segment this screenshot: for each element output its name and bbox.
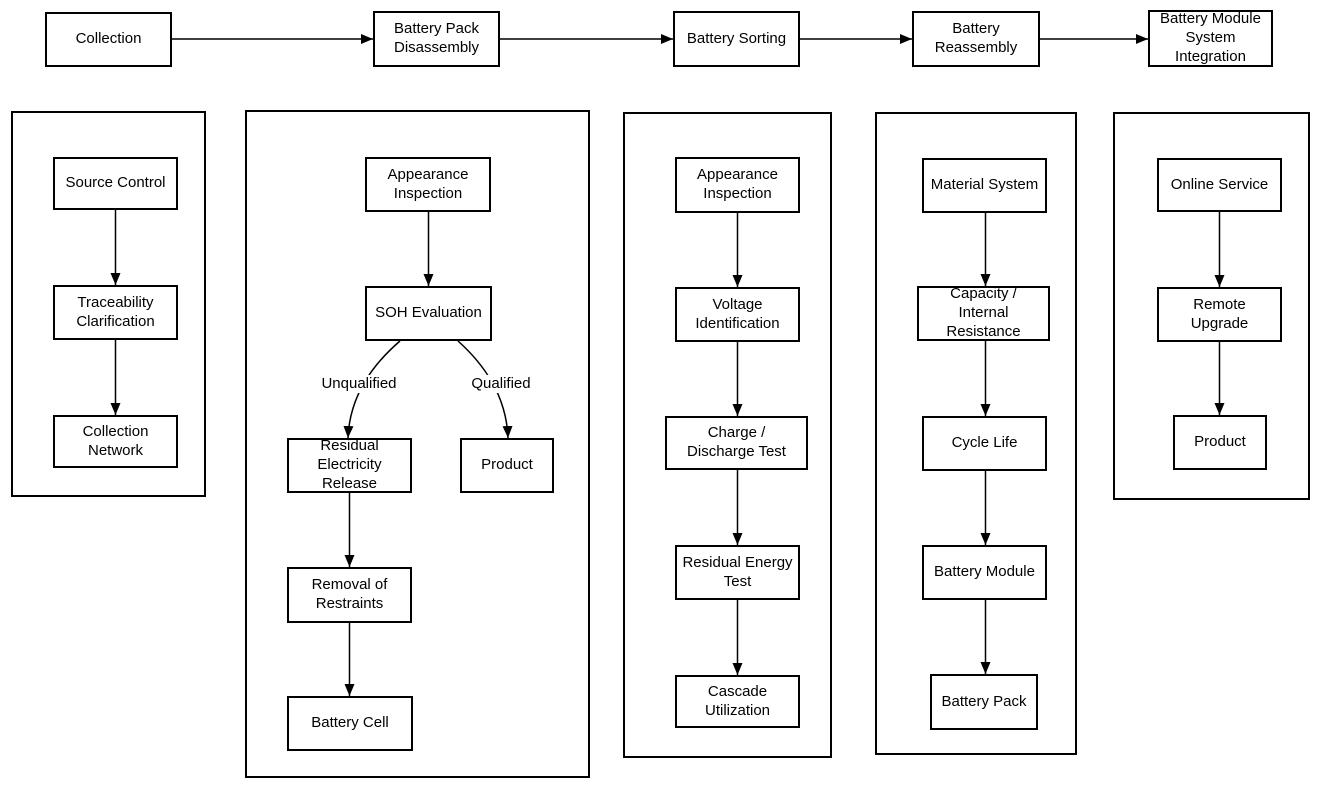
node-battery-cell: Battery Cell xyxy=(287,696,413,751)
node-appearance-inspection-disassembly: Appearance Inspection xyxy=(365,157,491,212)
node-residual-electricity-release: Residual Electricity Release xyxy=(287,437,412,493)
group-collection-detail xyxy=(11,111,206,497)
node-capacity-internal-resistance: Capacity / Internal Resistance xyxy=(917,285,1050,341)
node-appearance-inspection-sorting: Appearance Inspection xyxy=(675,157,800,213)
node-battery-module: Battery Module xyxy=(922,545,1047,600)
group-integration-detail xyxy=(1113,112,1310,500)
node-voltage-identification: Voltage Identification xyxy=(675,287,800,342)
node-soh-evaluation: SOH Evaluation xyxy=(365,286,492,341)
stage-battery-pack-disassembly: Battery Pack Disassembly xyxy=(373,11,500,67)
node-online-service: Online Service xyxy=(1157,158,1282,212)
node-charge-discharge-test: Charge / Discharge Test xyxy=(665,416,808,470)
stage-battery-reassembly: Battery Reassembly xyxy=(912,11,1040,67)
node-residual-energy-test: Residual Energy Test xyxy=(675,545,800,600)
edge-label-unqualified: Unqualified xyxy=(315,375,403,393)
stage-battery-module-system-integration: Battery Module System Integration xyxy=(1148,10,1273,67)
node-cascade-utilization: Cascade Utilization xyxy=(675,675,800,728)
group-disassembly-detail xyxy=(245,110,590,778)
stage-battery-sorting: Battery Sorting xyxy=(673,11,800,67)
node-material-system: Material System xyxy=(922,158,1047,213)
node-source-control: Source Control xyxy=(53,157,178,210)
node-product-integration: Product xyxy=(1173,415,1267,470)
node-product-disassembly: Product xyxy=(460,438,554,493)
node-remote-upgrade: Remote Upgrade xyxy=(1157,287,1282,342)
node-traceability-clarification: Traceability Clarification xyxy=(53,285,178,340)
node-cycle-life: Cycle Life xyxy=(922,416,1047,471)
node-battery-pack: Battery Pack xyxy=(930,674,1038,730)
node-collection-network: Collection Network xyxy=(53,415,178,468)
stage-collection: Collection xyxy=(45,12,172,67)
node-removal-of-restraints: Removal of Restraints xyxy=(287,567,412,623)
group-reassembly-detail xyxy=(875,112,1077,755)
edge-label-qualified: Qualified xyxy=(464,375,538,393)
group-sorting-detail xyxy=(623,112,832,758)
